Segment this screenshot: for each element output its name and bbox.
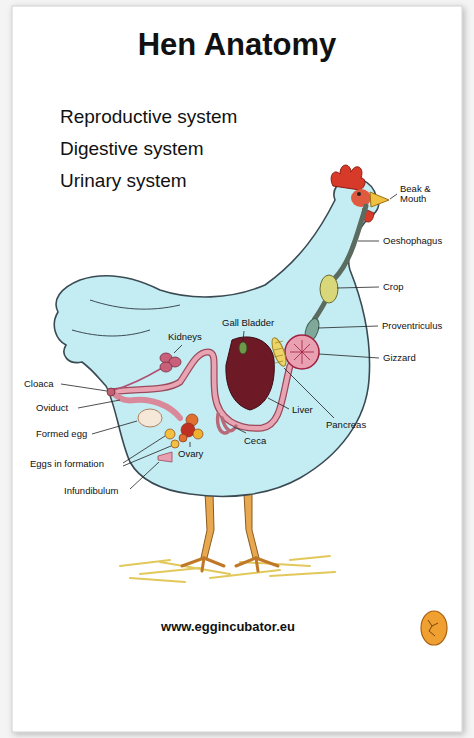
infundibulum <box>158 452 172 462</box>
straw-stroke <box>130 578 185 582</box>
feather-line <box>90 300 180 309</box>
leg <box>244 494 259 558</box>
part-label: Beak & Mouth <box>400 184 442 205</box>
website-url: www.eggincubator.eu <box>161 620 295 634</box>
gizzard-lines <box>290 340 314 364</box>
system-heading: Reproductive system <box>60 107 237 128</box>
leg <box>201 492 214 558</box>
legs <box>201 492 259 558</box>
leader-line <box>318 326 378 328</box>
part-label: Liver <box>292 405 313 415</box>
leader-line <box>319 354 379 358</box>
kidney-lobe <box>160 362 172 372</box>
part-label: Crop <box>383 282 404 292</box>
system-heading: Digestive system <box>60 139 204 160</box>
part-label: Formed egg <box>36 429 87 439</box>
ureter <box>114 368 162 390</box>
gizzard-line <box>290 340 314 364</box>
crop <box>320 275 338 303</box>
leader-line <box>284 368 334 418</box>
card <box>12 6 462 732</box>
leader-line <box>268 398 289 409</box>
pancreas <box>269 336 289 368</box>
part-label: Ovary <box>178 449 203 459</box>
leader-line <box>130 462 159 489</box>
ovary-follicle <box>193 429 203 439</box>
egg-in-formation <box>171 440 179 448</box>
leader-line <box>92 421 137 434</box>
part-label: Pancreas <box>326 420 366 430</box>
part-label: Kidneys <box>168 332 202 342</box>
part-label: Proventriculus <box>382 321 442 331</box>
toe <box>202 558 204 571</box>
leader-line <box>337 287 379 288</box>
leader-line <box>390 194 397 199</box>
formed-egg <box>138 409 162 427</box>
straw-stroke <box>140 568 200 574</box>
leader-line <box>190 442 191 447</box>
ovary-follicle <box>179 434 187 442</box>
toes <box>182 558 278 571</box>
cloaca <box>107 388 115 396</box>
leader-line <box>174 345 182 353</box>
egg-crack <box>428 620 438 636</box>
egg-icon <box>421 611 447 645</box>
leader-line <box>123 446 171 466</box>
ceca <box>218 414 228 433</box>
leader-lines <box>61 194 397 489</box>
title: Hen Anatomy <box>138 28 337 62</box>
part-label: Gizzard <box>383 353 416 363</box>
pancreas-stripe <box>274 341 283 363</box>
feathers <box>72 300 180 336</box>
gall-bladder <box>239 342 247 354</box>
ovary <box>165 414 203 448</box>
kidneys <box>160 353 181 372</box>
ceca <box>222 418 236 431</box>
straw <box>120 556 335 582</box>
toe <box>182 558 204 566</box>
part-label: Eggs in formation <box>30 459 104 469</box>
leader-line <box>78 400 120 408</box>
part-label: Ceca <box>244 436 266 446</box>
leader-line <box>234 427 246 433</box>
straw-stroke <box>270 572 335 576</box>
oesophagus <box>335 206 366 278</box>
system-heading: Urinary system <box>60 171 187 192</box>
beak <box>370 192 389 207</box>
pancreas-stripes <box>274 341 283 363</box>
leader-line <box>243 331 244 341</box>
straw-stroke <box>290 556 330 560</box>
feather-line <box>72 330 150 336</box>
part-label: Cloaca <box>24 379 54 389</box>
leader-line <box>358 241 379 242</box>
leader-line <box>123 436 165 463</box>
liver <box>226 337 274 410</box>
toe <box>256 558 278 566</box>
eye <box>357 192 361 196</box>
toe <box>236 558 256 566</box>
part-label: Gall Bladder <box>222 318 274 328</box>
part-label: Infundibulum <box>64 486 118 496</box>
part-label: Oeshophagus <box>383 236 442 246</box>
comb <box>331 165 365 190</box>
leader-line <box>61 384 107 391</box>
egg-in-formation <box>165 429 175 439</box>
toe <box>204 558 224 566</box>
gizzard <box>285 335 319 369</box>
part-label: Oviduct <box>36 403 68 413</box>
face <box>351 189 371 207</box>
hen-body <box>54 178 378 496</box>
oesophagus <box>314 300 326 320</box>
